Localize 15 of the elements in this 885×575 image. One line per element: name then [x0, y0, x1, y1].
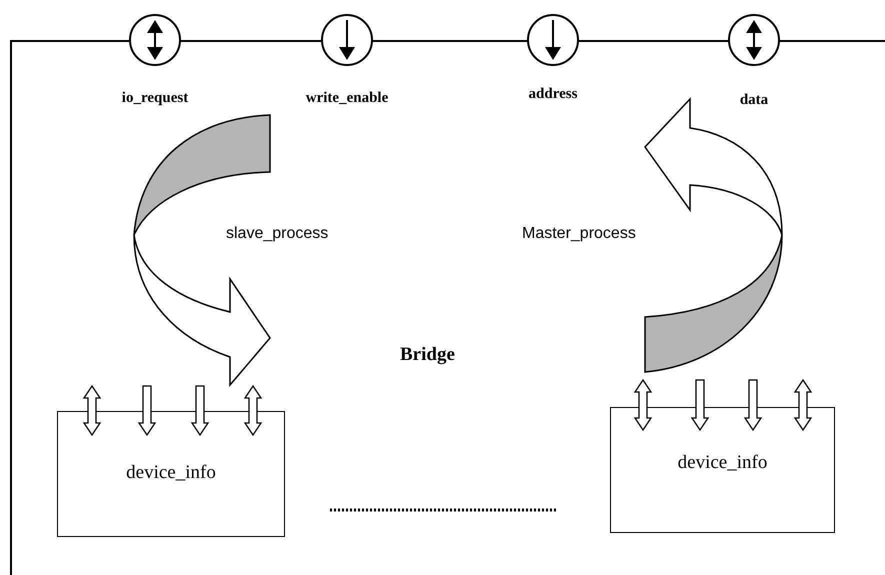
device-label: device_info — [126, 462, 216, 484]
device-label: device_info — [678, 452, 768, 474]
port-circle — [527, 14, 579, 66]
port-circle — [728, 14, 780, 66]
bridge-title: Bridge — [400, 344, 455, 366]
process-label: Master_process — [522, 225, 636, 243]
signal-label: io_request — [122, 90, 188, 107]
port-circle — [129, 14, 181, 66]
device-box — [57, 411, 285, 537]
signal-label: data — [740, 92, 768, 109]
signal-label: write_enable — [306, 90, 388, 107]
device-box — [610, 407, 835, 533]
signal-label: address — [528, 86, 578, 103]
port-circle — [321, 14, 373, 66]
process-label: slave_process — [226, 225, 328, 243]
